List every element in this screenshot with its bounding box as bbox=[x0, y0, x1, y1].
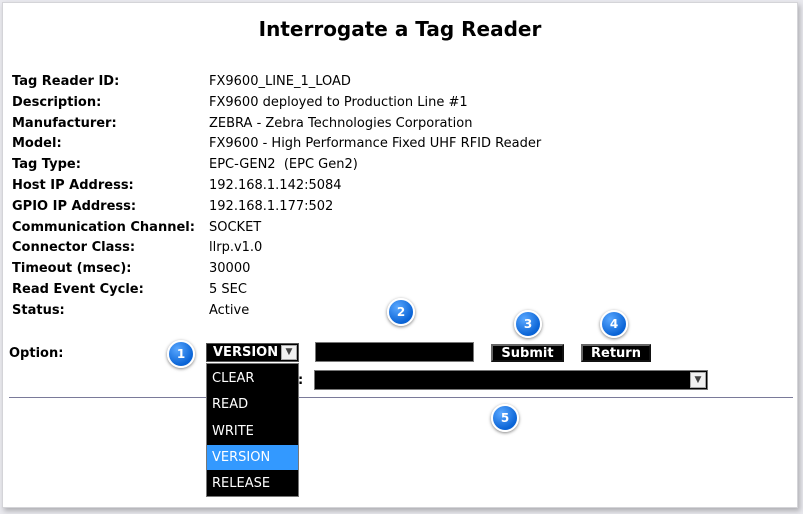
dropdown-item-clear[interactable]: CLEAR bbox=[212, 371, 255, 386]
info-label: GPIO IP Address: bbox=[12, 199, 137, 214]
info-value: SOCKET bbox=[209, 220, 262, 235]
dropdown-item-version[interactable]: VERSION bbox=[207, 445, 298, 470]
command-input[interactable] bbox=[315, 342, 474, 362]
info-label: Communication Channel: bbox=[12, 220, 195, 235]
info-label: Read Event Cycle: bbox=[12, 282, 144, 297]
chevron-down-icon[interactable]: ▼ bbox=[281, 345, 297, 360]
info-label: Host IP Address: bbox=[12, 178, 134, 193]
info-label: Timeout (msec): bbox=[12, 261, 132, 276]
option-selected-value: VERSION bbox=[213, 345, 279, 360]
chevron-down-icon[interactable]: ▼ bbox=[690, 372, 706, 388]
callout-badge-5: 5 bbox=[491, 404, 519, 432]
info-label: Connector Class: bbox=[12, 240, 136, 255]
secondary-select[interactable]: ▼ bbox=[314, 370, 708, 390]
secondary-field-label: : bbox=[298, 373, 304, 388]
info-value: 192.168.1.177:502 bbox=[209, 199, 334, 214]
submit-button[interactable]: Submit bbox=[491, 344, 564, 362]
callout-badge-2: 2 bbox=[387, 298, 415, 326]
callout-badge-1: 1 bbox=[167, 340, 195, 368]
info-value: 5 SEC bbox=[209, 282, 247, 297]
page-title: Interrogate a Tag Reader bbox=[258, 17, 542, 41]
info-value: ZEBRA - Zebra Technologies Corporation bbox=[209, 116, 473, 131]
info-label: Tag Type: bbox=[12, 157, 81, 172]
info-value: 30000 bbox=[209, 261, 251, 276]
dropdown-item-write[interactable]: WRITE bbox=[212, 424, 254, 439]
info-value: EPC-GEN2 (EPC Gen2) bbox=[209, 157, 358, 172]
info-value: FX9600 deployed to Production Line #1 bbox=[209, 95, 468, 110]
info-value: llrp.v1.0 bbox=[209, 240, 263, 255]
info-label: Model: bbox=[12, 136, 62, 151]
info-value: FX9600 - High Performance Fixed UHF RFID… bbox=[209, 136, 542, 151]
dropdown-item-read[interactable]: READ bbox=[212, 397, 249, 412]
info-label: Description: bbox=[12, 95, 102, 110]
info-label: Status: bbox=[12, 303, 65, 318]
callout-badge-3: 3 bbox=[514, 310, 542, 338]
return-button[interactable]: Return bbox=[581, 344, 651, 362]
dropdown-item-release[interactable]: RELEASE bbox=[212, 476, 271, 491]
info-value: 192.168.1.142:5084 bbox=[209, 178, 342, 193]
callout-badge-4: 4 bbox=[600, 310, 628, 338]
info-label: Manufacturer: bbox=[12, 116, 117, 131]
info-label: Tag Reader ID: bbox=[12, 74, 120, 89]
info-value: FX9600_LINE_1_LOAD bbox=[209, 74, 351, 89]
option-label: Option: bbox=[9, 346, 64, 361]
info-value: Active bbox=[209, 303, 250, 318]
page-frame: Interrogate a Tag Reader Tag Reader ID: … bbox=[2, 2, 798, 508]
option-dropdown-list[interactable]: CLEAR READ WRITE VERSION RELEASE bbox=[206, 363, 299, 497]
option-select[interactable]: VERSION ▼ bbox=[206, 343, 299, 362]
divider bbox=[9, 397, 793, 398]
